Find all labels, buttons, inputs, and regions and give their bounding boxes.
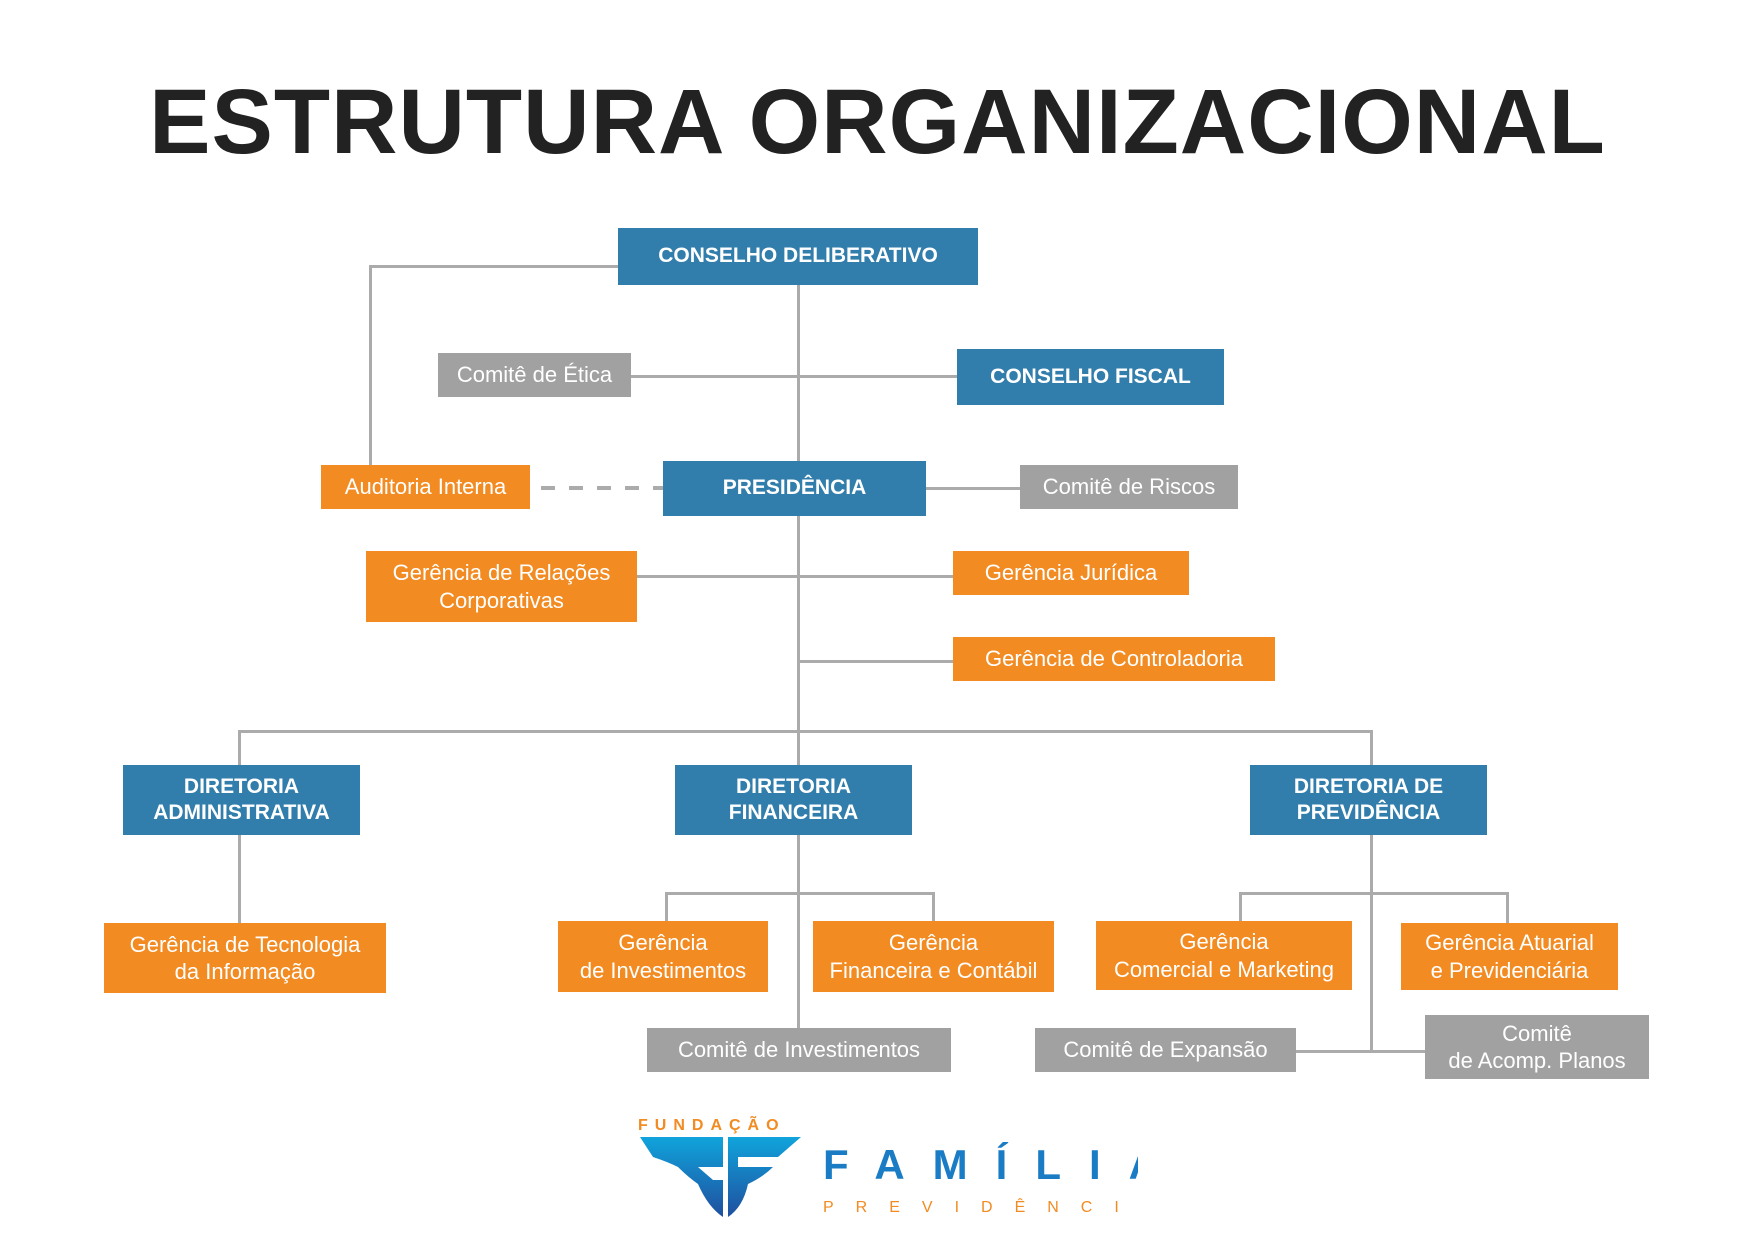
connector-line xyxy=(932,892,935,921)
connector-line xyxy=(926,487,1020,490)
node-comite-acomp-planos: Comitê de Acomp. Planos xyxy=(1425,1015,1649,1079)
connector-line xyxy=(631,375,957,378)
connector-line xyxy=(665,892,668,921)
node-gerencia-atuarial: Gerência Atuarial e Previdenciária xyxy=(1401,923,1618,990)
logo-fundacao-text: FUNDAÇÃO xyxy=(638,1114,786,1134)
node-gerencia-relacoes-corporativas: Gerência de Relações Corporativas xyxy=(366,551,637,622)
connector-line xyxy=(797,835,800,1028)
node-gerencia-juridica: Gerência Jurídica xyxy=(953,551,1189,595)
connector-line xyxy=(1239,892,1242,921)
connector-line xyxy=(1370,730,1373,765)
node-gerencia-comercial-marketing: Gerência Comercial e Marketing xyxy=(1096,921,1352,990)
connector-line xyxy=(238,730,1373,733)
node-conselho-deliberativo: CONSELHO DELIBERATIVO xyxy=(618,228,978,285)
connector-line xyxy=(238,835,241,923)
node-comite-riscos: Comitê de Riscos xyxy=(1020,465,1238,509)
logo-previdencia-text: PREVIDÊNCIA xyxy=(823,1197,1138,1216)
connector-line xyxy=(797,285,800,765)
connector-line xyxy=(637,575,953,578)
node-conselho-fiscal: CONSELHO FISCAL xyxy=(957,349,1224,405)
connector-line xyxy=(238,730,241,765)
connector-line xyxy=(798,660,953,663)
logo-familia-text: FAMÍLIA xyxy=(823,1141,1138,1188)
node-comite-investimentos: Comitê de Investimentos xyxy=(647,1028,951,1072)
connector-line xyxy=(1506,892,1509,923)
logo: FUNDAÇÃO FAMÍLIA PREVIDÊNCIA xyxy=(638,1112,1159,1222)
node-diretoria-administrativa: DIRETORIA ADMINISTRATIVA xyxy=(123,765,360,835)
node-comite-expansao: Comitê de Expansão xyxy=(1035,1028,1296,1072)
connector-line xyxy=(665,892,935,895)
node-diretoria-financeira: DIRETORIA FINANCEIRA xyxy=(675,765,912,835)
node-comite-etica: Comitê de Ética xyxy=(438,353,631,397)
connector-line xyxy=(1239,892,1509,895)
node-presidencia: PRESIDÊNCIA xyxy=(663,461,926,516)
dotted-connector xyxy=(541,486,663,490)
connector-line xyxy=(369,265,372,465)
node-auditoria-interna: Auditoria Interna xyxy=(321,465,530,509)
node-gerencia-ti: Gerência de Tecnologia da Informação xyxy=(104,923,386,993)
node-gerencia-investimentos: Gerência de Investimentos xyxy=(558,921,768,992)
node-diretoria-previdencia: DIRETORIA DE PREVIDÊNCIA xyxy=(1250,765,1487,835)
page-title: ESTRUTURA ORGANIZACIONAL xyxy=(149,71,1606,173)
logo-emblem-icon: FUNDAÇÃO FAMÍLIA PREVIDÊNCIA xyxy=(638,1114,1159,1217)
node-gerencia-financeira-contabil: Gerência Financeira e Contábil xyxy=(813,921,1054,992)
node-gerencia-controladoria: Gerência de Controladoria xyxy=(953,637,1275,681)
connector-line xyxy=(1370,835,1373,1052)
connector-line xyxy=(369,265,619,268)
connector-line xyxy=(1296,1050,1425,1053)
